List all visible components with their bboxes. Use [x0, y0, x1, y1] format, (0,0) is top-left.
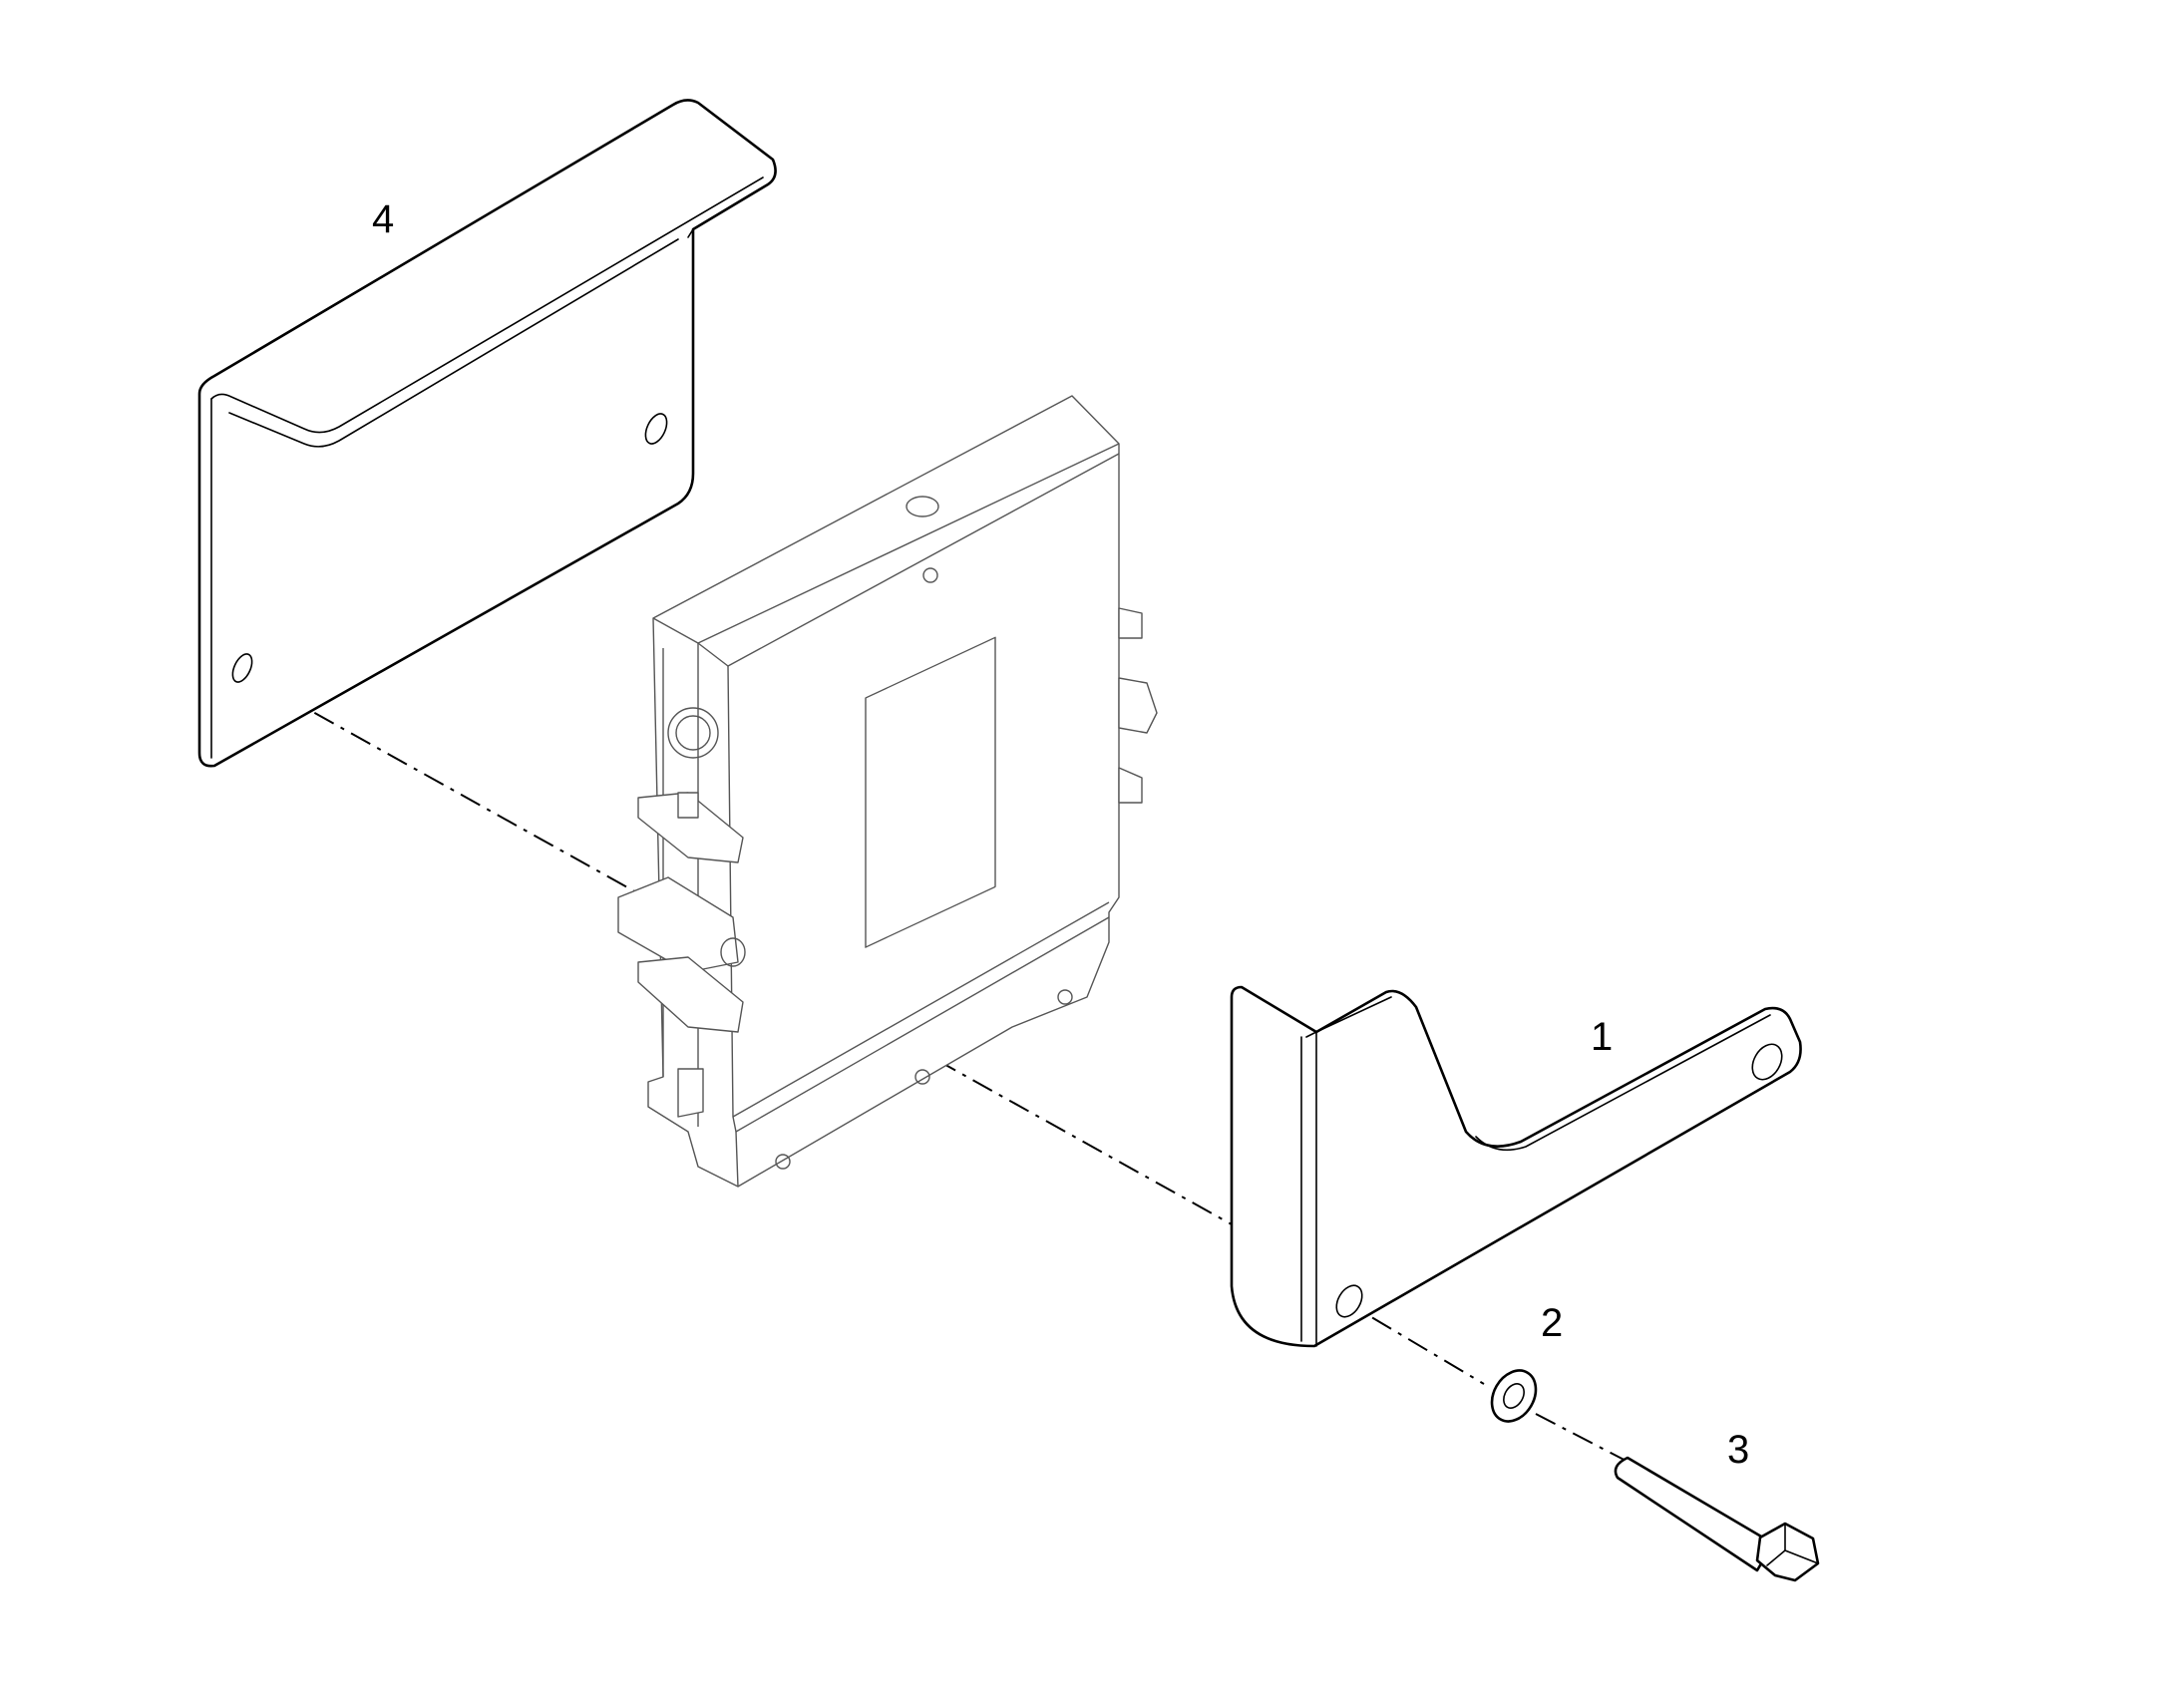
- washer-part: [1490, 1369, 1538, 1423]
- bracket-right-part: [1230, 985, 1802, 1348]
- callout-3: 3: [1727, 1428, 1749, 1472]
- bracket-left-part: [197, 99, 777, 768]
- callout-2: 2: [1541, 1301, 1563, 1345]
- assembly-axis: [240, 671, 1636, 1467]
- callout-4: 4: [372, 197, 394, 241]
- ecu-module-part: [617, 395, 1158, 1188]
- callout-1: 1: [1591, 1015, 1613, 1059]
- bolt-part: [1614, 1456, 1820, 1582]
